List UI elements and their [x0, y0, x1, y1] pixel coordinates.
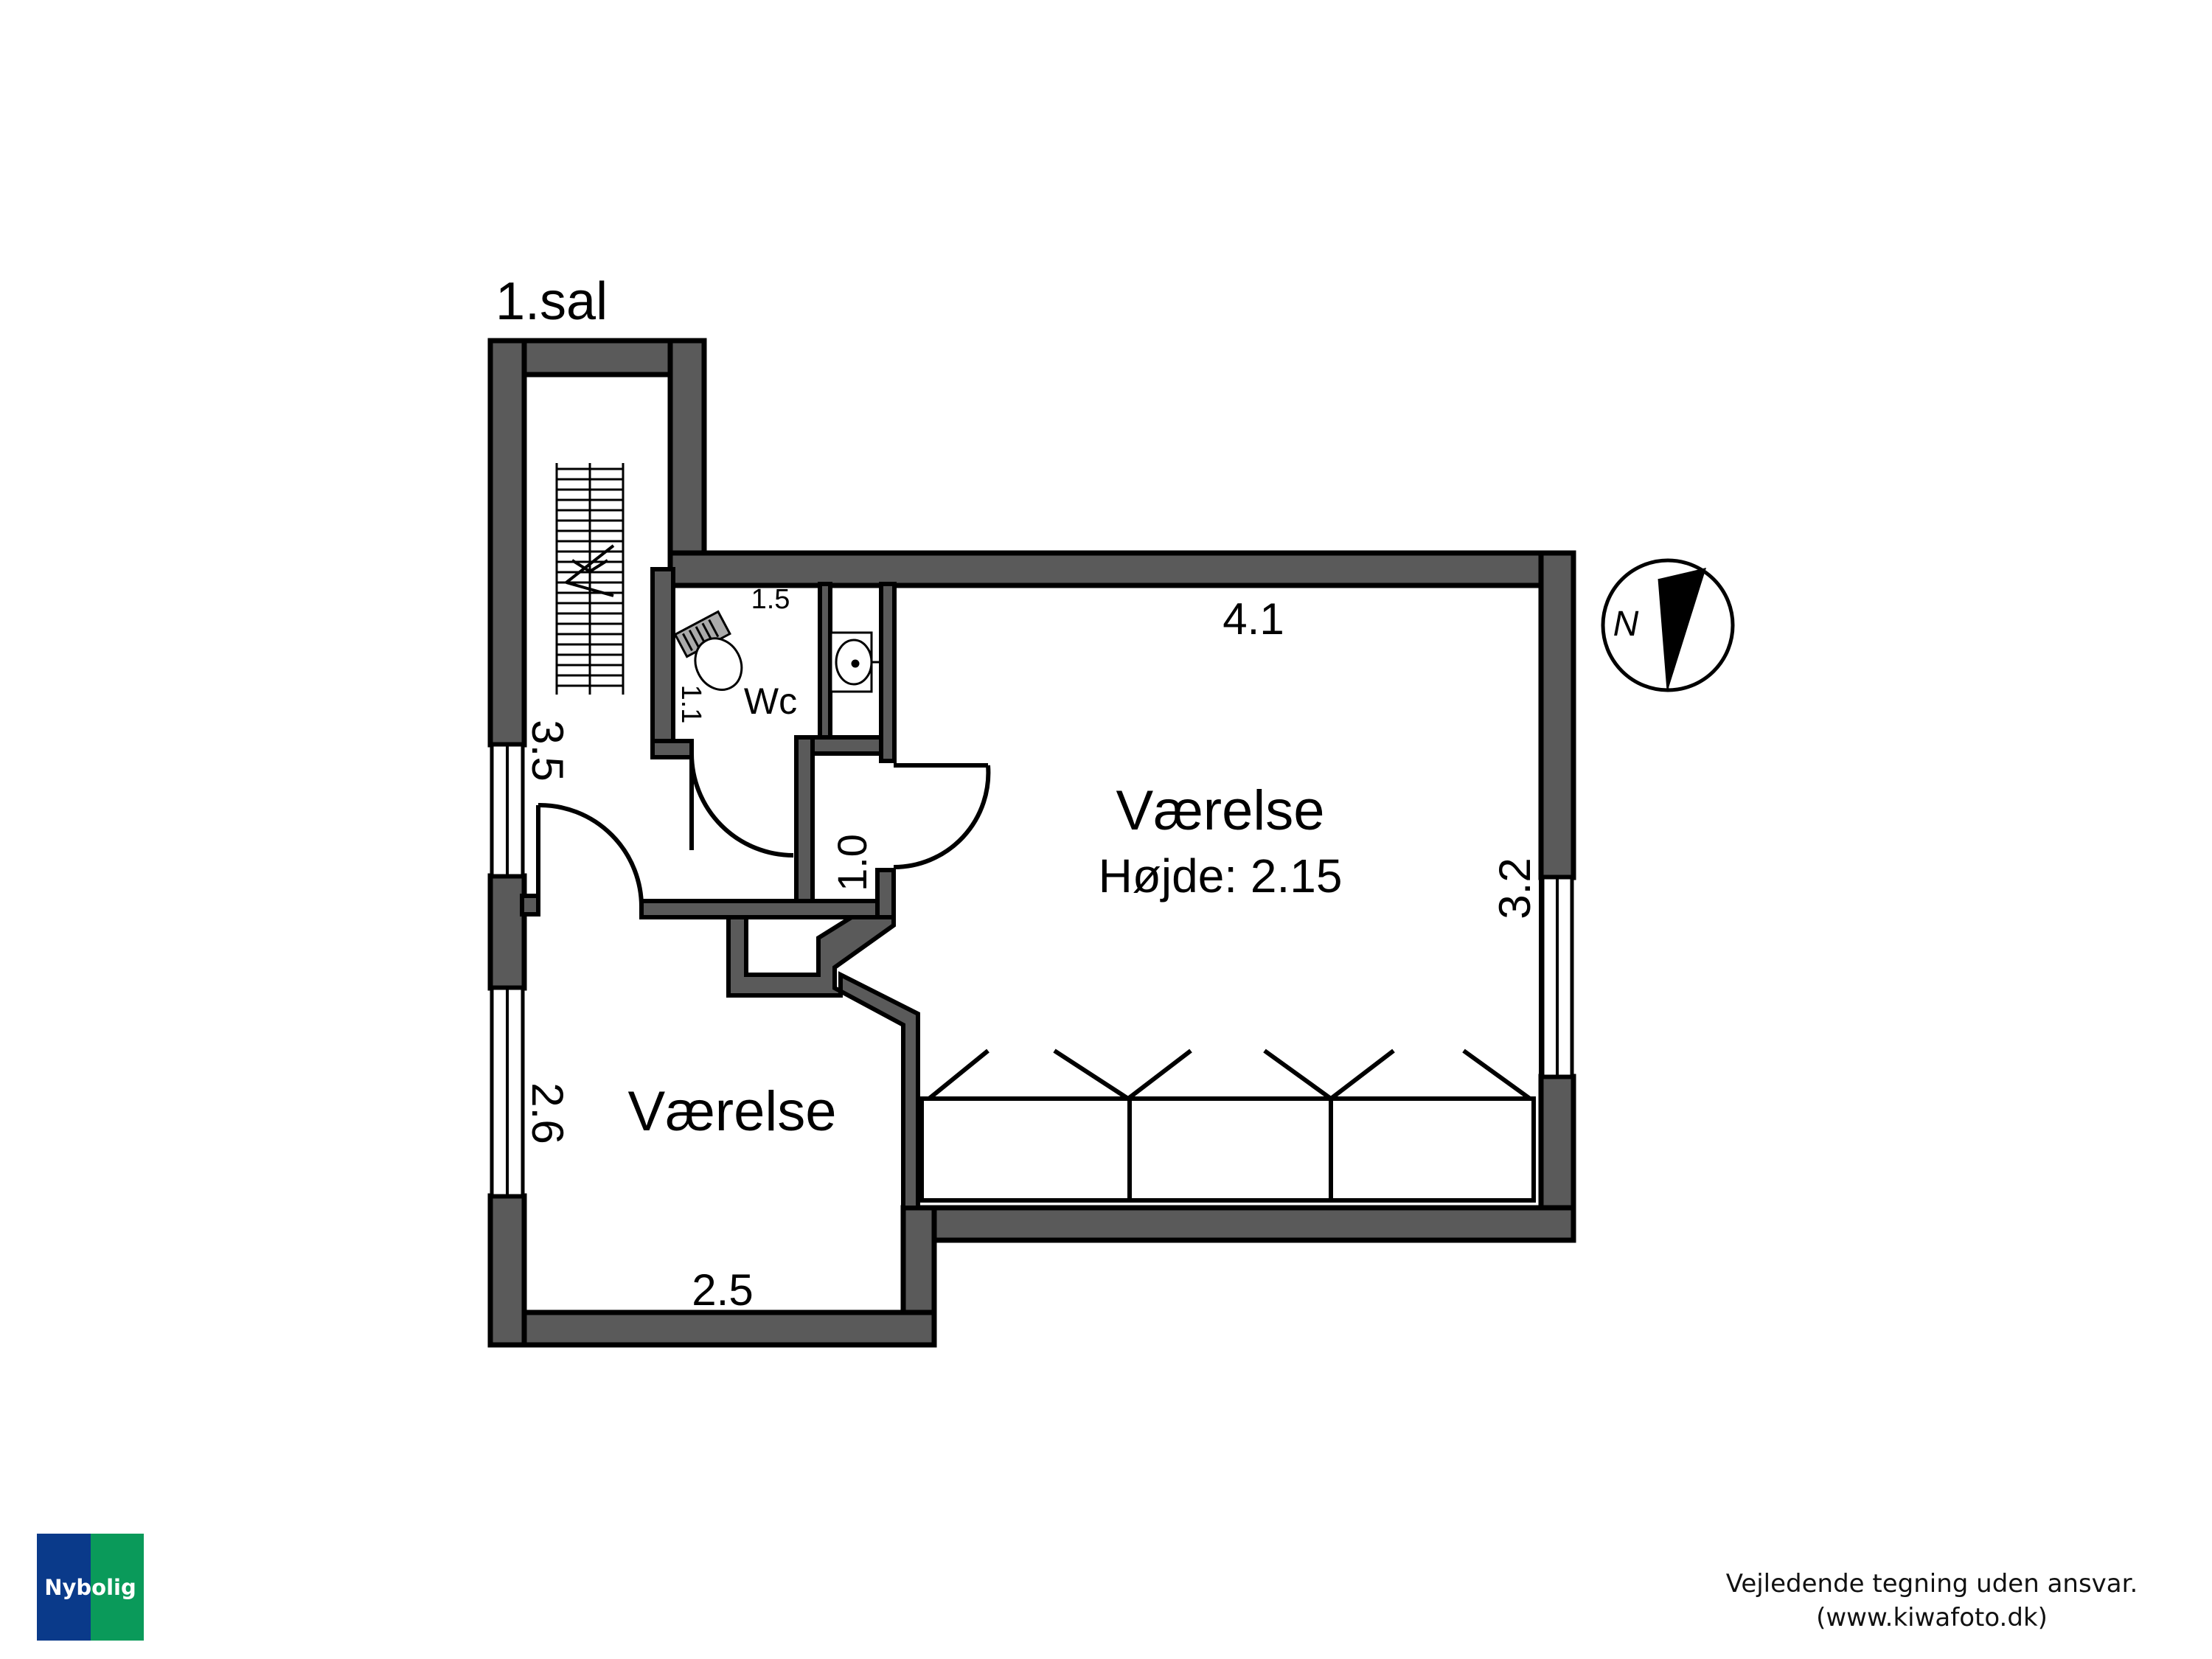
stair-steps: [557, 467, 623, 687]
wall-left-mid: [487, 873, 527, 991]
exterior-walls: [487, 338, 1576, 1348]
nybolig-logo: Nybolig: [37, 1534, 144, 1641]
wardrobe-doors: [928, 1048, 1531, 1101]
wall-stair-right: [667, 338, 707, 565]
door-room2-swing: [538, 802, 644, 909]
wardrobe-body: [919, 1096, 1536, 1203]
stair-arrow: [565, 544, 615, 597]
wall-bottom-left: [487, 1310, 937, 1348]
floor-label: 1.sal: [495, 272, 608, 331]
wall-left-stub: [520, 894, 540, 917]
wall-room1-left: [879, 582, 897, 763]
wall-right-upper: [1538, 550, 1576, 880]
wall-main-top: [667, 550, 1576, 588]
doors: [536, 753, 991, 909]
toilet-icon: [673, 610, 743, 691]
door-wc-swing: [689, 753, 794, 858]
wall-hall-jamb: [875, 868, 896, 919]
dim-wc-depth: 1.1: [675, 685, 706, 724]
interior-walls: [520, 567, 897, 919]
wall-stair-left-upper: [487, 338, 527, 748]
wall-left-lower: [487, 1193, 527, 1348]
wardrobe-door: [1127, 1048, 1192, 1101]
dim-hall-length: 3.5: [523, 720, 572, 781]
room2-name: Værelse: [628, 1080, 837, 1143]
sink-icon: [830, 631, 881, 693]
compass-icon: N: [1601, 558, 1735, 692]
wardrobe-door: [1329, 1048, 1395, 1101]
staircase: [555, 463, 625, 695]
dim-room2-depth: 2.6: [523, 1082, 572, 1144]
wc-name: Wc: [744, 681, 797, 722]
wall-hall-inner: [794, 735, 815, 903]
disclaimer: Vejledende tegning uden ansvar. (www.kiw…: [1674, 1567, 2190, 1635]
room1-height: Højde: 2.15: [1099, 849, 1343, 902]
dim-hall-width: 1.0: [829, 834, 875, 891]
dim-wc-width: 1.5: [751, 584, 790, 615]
logo-text: Nybolig: [44, 1574, 136, 1600]
room1-name: Værelse: [1116, 779, 1325, 842]
door-room1-swing: [893, 765, 991, 870]
wall-wc-left: [650, 567, 675, 759]
wardrobe: [919, 1096, 1536, 1203]
wall-hall-bottom: [639, 899, 896, 919]
dim-room1-depth: 3.2: [1490, 858, 1540, 919]
closet-walls: [726, 915, 920, 1210]
wardrobe-door: [1263, 1048, 1332, 1101]
wardrobe-door: [1462, 1048, 1531, 1101]
disclaimer-line2: (www.kiwafoto.dk): [1816, 1603, 2048, 1632]
wardrobe-door: [928, 1048, 990, 1101]
wall-bottom-right: [900, 1205, 1576, 1243]
dim-room1-width: 4.1: [1222, 594, 1284, 644]
wall-wc-bottom-left: [650, 739, 694, 759]
wardrobe-door: [1053, 1048, 1130, 1101]
dim-room2-width: 2.5: [692, 1265, 753, 1315]
disclaimer-line1: Vejledende tegning uden ansvar.: [1725, 1569, 2138, 1599]
compass-north-label: N: [1613, 605, 1639, 644]
wall-wc-partition: [818, 582, 832, 740]
